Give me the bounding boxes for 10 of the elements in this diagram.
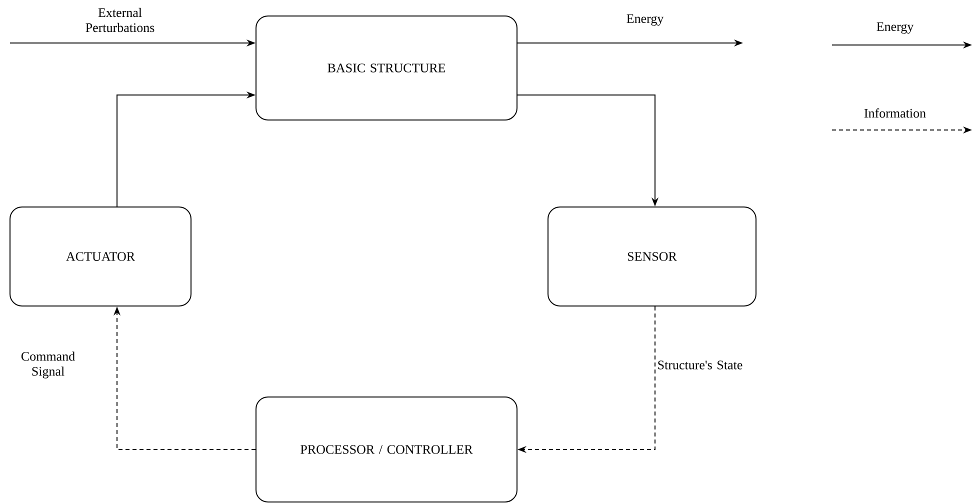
edge-label: Command Signal (21, 352, 75, 378)
process-box: ACTUATOR (10, 206, 192, 306)
edge-label: Structure's State (658, 360, 742, 370)
edge-label: Energy (626, 14, 664, 26)
legend-label: Energy (876, 22, 914, 34)
process-box: PROCESSOR / CONTROLLER (256, 396, 518, 502)
process-box: BASIC STRUCTURE (256, 16, 518, 120)
legend-label: Information (864, 108, 926, 118)
edge-label: External Perturbations (86, 8, 154, 32)
process-box: SENSOR (548, 206, 756, 306)
